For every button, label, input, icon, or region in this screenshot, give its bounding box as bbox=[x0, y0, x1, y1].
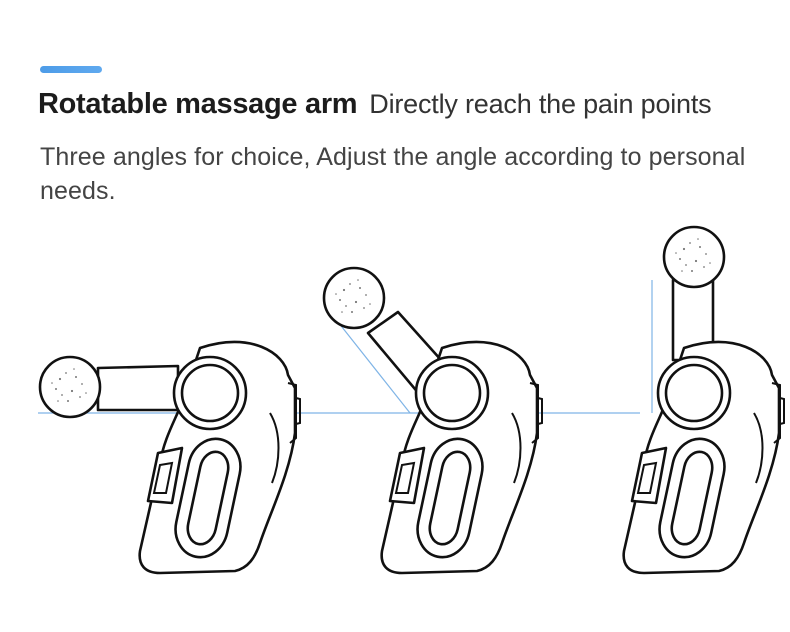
description: Three angles for choice, Adjust the angl… bbox=[40, 143, 746, 205]
massage-gun-illustration bbox=[38, 225, 786, 575]
massage-gun-arm-horizontal bbox=[38, 340, 302, 575]
headline: Rotatable massage arm Directly reach the … bbox=[38, 88, 712, 121]
massage-gun-arm-vertical bbox=[622, 225, 786, 575]
headline-light: Directly reach the pain points bbox=[369, 89, 712, 119]
accent-bar bbox=[40, 66, 102, 73]
massage-gun-arm-diagonal bbox=[322, 266, 544, 575]
headline-bold: Rotatable massage arm bbox=[38, 88, 358, 120]
